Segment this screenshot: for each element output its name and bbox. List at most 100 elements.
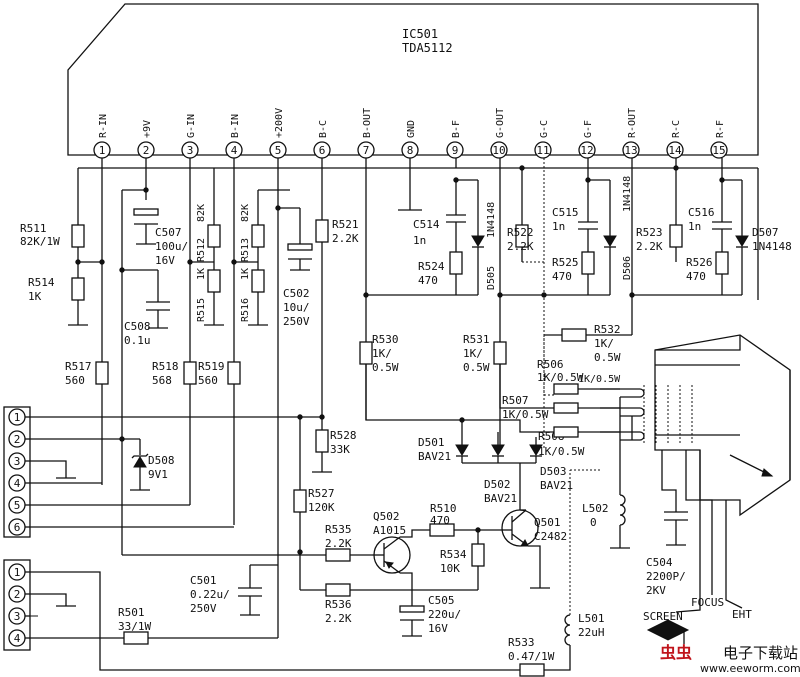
connector-top-body (3, 406, 31, 538)
wire-red-out (543, 335, 555, 396)
ic501-pin-14-number: 14 (668, 144, 682, 157)
cn_top-pin-2-number: 2 (14, 433, 21, 446)
r515-ref: R515 (196, 298, 207, 322)
r532-ref: R532 (594, 323, 621, 336)
r512-ref: R512 (196, 238, 207, 262)
c514-value: 1n (413, 234, 426, 247)
ic501-pin-13 (622, 141, 640, 159)
r523-value: 2.2K (636, 240, 663, 253)
ic501-pin-9-number: 9 (452, 144, 459, 157)
r534-ref: R534 (440, 548, 467, 561)
ic501-pin-5-name: +200V (274, 108, 285, 138)
resistor-r526 (715, 251, 729, 275)
resistor-r533 (519, 663, 545, 677)
q502-ref: Q502 (373, 510, 400, 523)
resistor-r521 (315, 219, 329, 243)
junction-pin11 (541, 292, 547, 298)
c505-value1: 220u/ (428, 608, 461, 621)
cn_bottom-pin-1-number: 1 (14, 566, 21, 579)
inductor-l502 (619, 494, 626, 526)
r516-value: 1K (240, 268, 251, 280)
junction-r523-bus (673, 165, 679, 171)
c516-ref: C516 (688, 206, 715, 219)
graduation-cap-icon (646, 619, 690, 641)
l502-value: 0 (590, 516, 597, 529)
ic501-pin-1-name: R-IN (98, 114, 109, 138)
r530-value2: 0.5W (372, 361, 399, 374)
resistor-r512 (207, 224, 221, 248)
r532-value2: 0.5W (594, 351, 621, 364)
r508-value: 1K/0.5W (538, 445, 585, 458)
ic501-pin-7-number: 7 (363, 144, 370, 157)
resistor-r511 (71, 224, 85, 248)
ic501-pin-10-number: 10 (492, 144, 505, 157)
r506-power: 1K/0.5W (578, 374, 621, 385)
c505-ref: C505 (428, 594, 455, 607)
wire-cn2-pin2 (30, 593, 67, 606)
junction-pin7 (363, 292, 369, 298)
crt-cathode-g (600, 407, 645, 417)
crt-focus-label: FOCUS (691, 596, 724, 609)
resistor-r534 (471, 543, 485, 567)
ic501-pin-14 (666, 141, 684, 159)
c504-value1: 2200P/ (646, 570, 686, 583)
resistor-r525 (581, 251, 595, 275)
r536-value: 2.2K (325, 612, 352, 625)
resistor-r514 (71, 277, 85, 301)
ic501-pin-2-name: +9V (142, 120, 153, 138)
c504-value2: 2KV (646, 584, 666, 597)
resistor-r527 (293, 489, 307, 513)
c501-value1: 0.22u/ (190, 588, 230, 601)
c502-ref: C502 (283, 287, 310, 300)
watermark-url: www.eeworm.com (700, 662, 800, 675)
d503-value: BAV21 (540, 479, 573, 492)
ic501-pin-4-name: B-IN (230, 114, 241, 138)
wire-eht (725, 500, 743, 609)
resistor-r531 (493, 341, 507, 365)
resistor-r535 (325, 548, 351, 562)
r528-ref: R528 (330, 429, 357, 442)
diode-d503 (529, 444, 543, 456)
ic501-pin-3-number: 3 (187, 144, 194, 157)
connector-bottom-body (3, 559, 31, 651)
diode-d508 (133, 456, 147, 468)
ic501-pin-6-number: 6 (319, 144, 326, 157)
crt-cathode-b (600, 431, 645, 441)
r519-value: 560 (198, 374, 218, 387)
c515-ref: C515 (552, 206, 579, 219)
ic501-pin-11-name: G-C (539, 120, 550, 138)
r532-value1: 1K/ (594, 337, 614, 350)
junction-pin1 (99, 259, 105, 265)
wire-blue-out (365, 364, 554, 433)
resistor-r513 (251, 224, 265, 248)
l502-ref: L502 (582, 502, 609, 515)
c507-value1: 100u/ (155, 240, 188, 253)
c502-value1: 10u/ (283, 301, 310, 314)
cn_bottom-pin-3-number: 3 (14, 610, 21, 623)
wire-r533-l501 (544, 645, 571, 671)
r519-ref: R519 (198, 360, 225, 373)
junction-pin10 (497, 292, 503, 298)
r528-value: 33K (330, 443, 350, 456)
r533-value: 0.47/1W (508, 650, 555, 663)
d505-value: 1N4148 (486, 202, 497, 238)
junction-d501 (459, 417, 465, 423)
ic501-pin-8-number: 8 (407, 144, 414, 157)
c508-ref: C508 (124, 320, 151, 333)
q502-collector (383, 536, 401, 550)
diode-d506 (603, 235, 617, 247)
r526-value: 470 (686, 270, 706, 283)
r524-value: 470 (418, 274, 438, 287)
c504-ref: C504 (646, 556, 673, 569)
ic501-pin-2-number: 2 (143, 144, 150, 157)
ic501-pin-7-name: B-OUT (362, 108, 373, 138)
capacitor-c505 (399, 605, 425, 613)
diode-d507 (735, 235, 749, 247)
resistor-r517 (95, 361, 109, 385)
l501-ref: L501 (578, 612, 605, 625)
r527-value: 120K (308, 501, 335, 514)
r518-ref: R518 (152, 360, 179, 373)
r512-value: 82K (196, 204, 207, 222)
resistor-r506 (553, 383, 579, 395)
d503-ref: D503 (540, 465, 567, 478)
